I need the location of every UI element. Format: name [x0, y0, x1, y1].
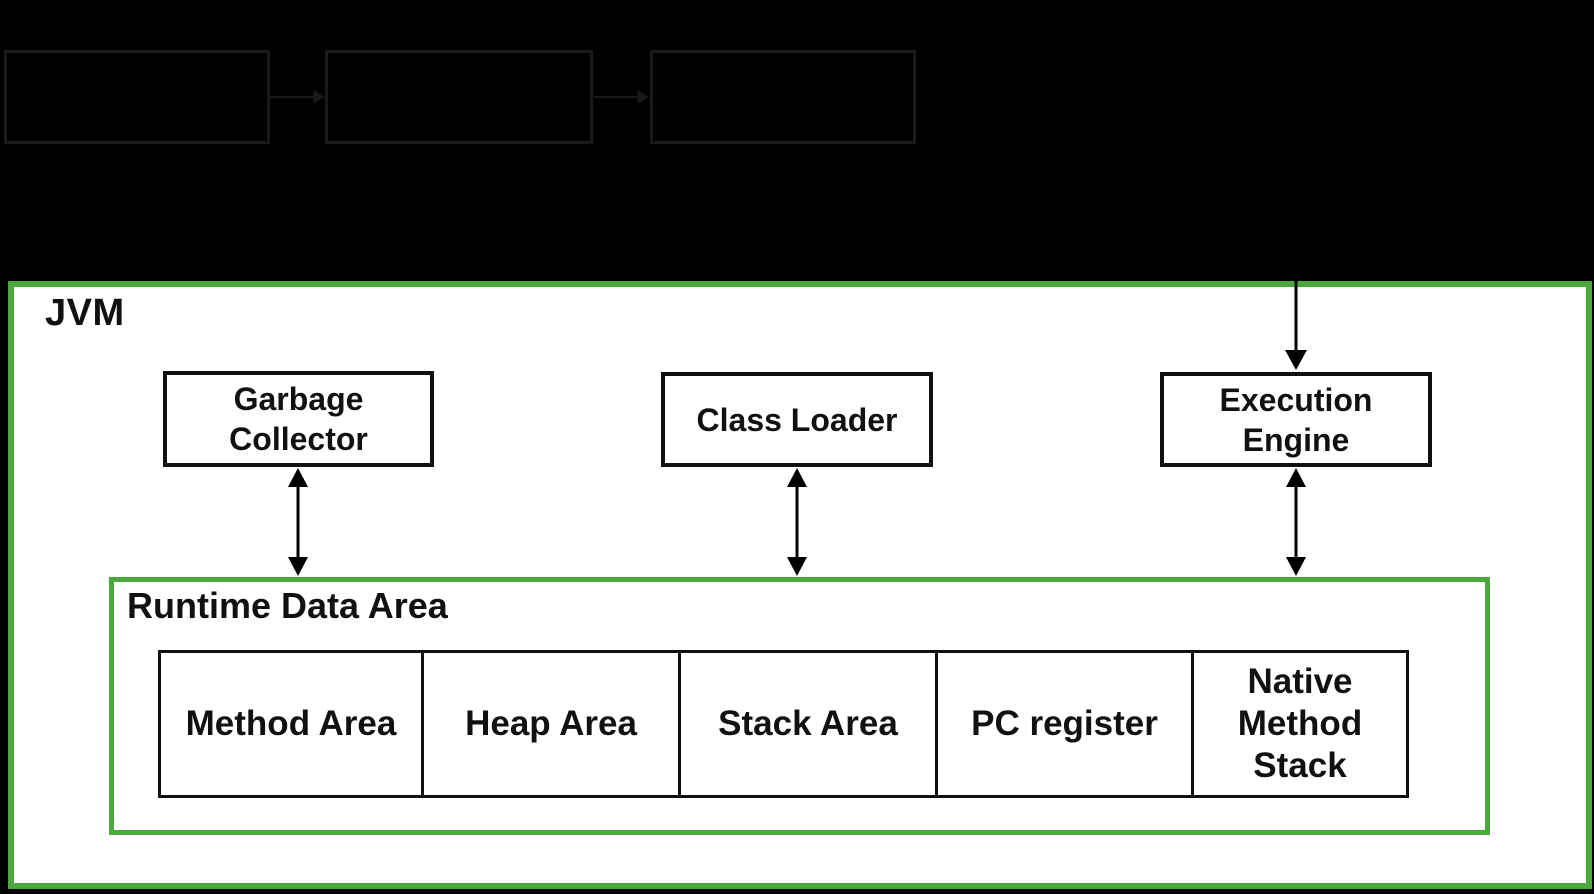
native-method-stack-cell: Native Method Stack [1191, 650, 1409, 798]
garbage-collector-box: Garbage Collector [163, 371, 434, 467]
execution-engine-box: Execution Engine [1160, 372, 1432, 467]
class-loader-box: Class Loader [661, 372, 933, 467]
top-connector-arrow-2 [594, 90, 649, 104]
pc-register-cell: PC register [935, 650, 1194, 798]
method-area-cell: Method Area [158, 650, 424, 798]
garbage-collector-label: Garbage Collector [229, 381, 368, 457]
native-method-stack-label: Native Method Stack [1237, 662, 1363, 785]
heap-area-label: Heap Area [465, 704, 637, 743]
runtime-data-area-title: Runtime Data Area [127, 585, 448, 626]
top-box-3 [650, 50, 916, 144]
stack-area-label: Stack Area [718, 704, 898, 743]
class-loader-label: Class Loader [696, 401, 898, 438]
pc-register-label: PC register [971, 704, 1158, 743]
execution-engine-label: Execution Engine [1219, 381, 1373, 458]
method-area-label: Method Area [185, 704, 397, 743]
top-connector-arrow-1 [270, 90, 325, 104]
top-box-2 [325, 50, 593, 144]
heap-area-cell: Heap Area [421, 650, 681, 798]
stack-area-cell: Stack Area [678, 650, 938, 798]
runtime-data-area-table: Method Area Heap Area Stack Area PC regi… [158, 650, 1409, 798]
jvm-title: JVM [45, 292, 125, 334]
top-box-1 [4, 50, 270, 144]
